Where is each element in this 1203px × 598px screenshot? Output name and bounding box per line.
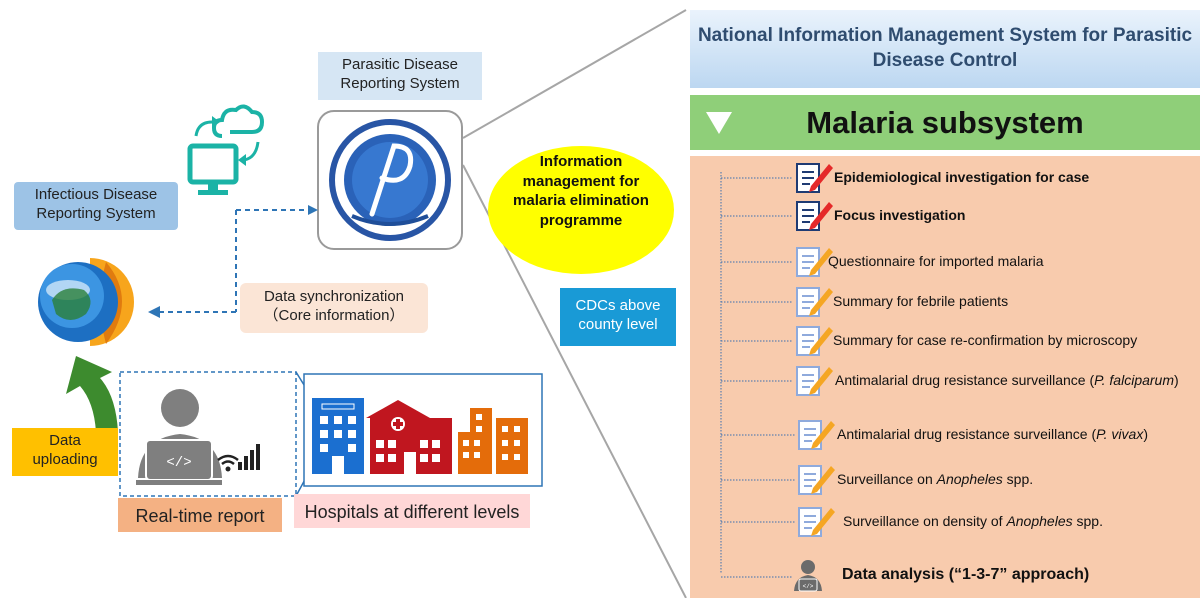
panel-title-line2: Disease Control	[872, 50, 1018, 71]
realtime-dashed-box	[119, 371, 297, 497]
edit-document-icon-orange	[798, 420, 835, 450]
edit-document-icon-orange	[796, 247, 833, 277]
cdc-globe-icon	[38, 258, 134, 346]
person-computer-icon: </>	[136, 389, 222, 485]
realtime-report-label: Real-time report	[118, 498, 282, 532]
edit-document-icon-orange	[796, 326, 833, 356]
edit-document-icon-orange	[796, 366, 833, 396]
subsystem-item-label[interactable]: Epidemiological investigation for case	[834, 169, 1090, 185]
person-computer-icon: </>	[794, 560, 822, 592]
infectious-system-label: Infectious Disease Reporting System	[14, 182, 178, 230]
edit-document-icon-orange	[796, 287, 833, 317]
info-line3: malaria elimination	[513, 192, 649, 209]
subsystem-item-label[interactable]: Surveillance on density of Anopheles spp…	[843, 513, 1103, 529]
item-text-pre: Surveillance on	[837, 471, 937, 487]
item-text-italic: Anopheles	[1006, 513, 1073, 529]
subsystem-item-label[interactable]: Questionnaire for imported malaria	[828, 253, 1044, 269]
subsystem-item-label[interactable]: Antimalarial drug resistance surveillanc…	[837, 426, 1148, 442]
collapse-triangle-icon[interactable]	[706, 112, 732, 134]
parasitic-logo-icon	[329, 119, 451, 241]
cdcs-line2: county level	[578, 315, 658, 333]
cdcs-line1: CDCs above	[575, 297, 661, 314]
uploading-label: Data uploading	[12, 428, 118, 476]
item-text-pre: Antimalarial drug resistance surveillanc…	[837, 426, 1097, 442]
item-text-post: )	[1143, 426, 1148, 442]
info-line2: management for	[522, 172, 640, 190]
item-text-pre: Surveillance on density of	[843, 513, 1007, 529]
zoom-line-top	[462, 9, 687, 139]
svg-text:</>: </>	[803, 583, 814, 590]
subsystem-item-label[interactable]: Focus investigation	[834, 207, 966, 223]
blue-building-icon	[312, 398, 364, 474]
connector-arrowhead-right	[308, 205, 318, 215]
uploading-line2: uploading	[32, 450, 98, 468]
infectious-line2: Reporting System	[36, 204, 156, 222]
edit-document-icon-red	[796, 201, 833, 231]
computer-cloud-icon	[187, 104, 265, 195]
item-text-post: spp.	[1072, 513, 1103, 529]
sync-line1: Data synchronization	[263, 288, 405, 305]
cdcs-label: CDCs above county level	[560, 288, 676, 346]
info-line4: programme	[539, 211, 623, 229]
parasitic-line1: Parasitic Disease	[342, 56, 458, 73]
sync-line2: （Core information）	[263, 306, 405, 324]
item-text-post: )	[1174, 372, 1179, 388]
subsystem-bar	[690, 95, 1200, 150]
red-hospital-icon	[366, 400, 452, 474]
hospitals-label: Hospitals at different levels	[294, 494, 530, 528]
item-text-italic: P. vivax	[1096, 426, 1144, 442]
parasitic-system-label: Parasitic Disease Reporting System	[318, 52, 482, 100]
connector-arrowhead-left	[148, 306, 160, 318]
orange-buildings-icon	[458, 408, 528, 474]
wifi-signal-icon	[217, 444, 260, 472]
info-line1: Information	[539, 153, 623, 170]
sync-label: Data synchronization （Core information）	[240, 283, 428, 333]
item-text-post: spp.	[1002, 471, 1034, 487]
item-text-italic: P. falciparum	[1094, 372, 1175, 388]
parasitic-line2: Reporting System	[340, 74, 460, 92]
info-ellipse	[488, 146, 674, 274]
subsystem-item-label[interactable]: Summary for febrile patients	[833, 293, 1009, 309]
subsystem-item-label[interactable]: Surveillance on Anopheles spp.	[837, 471, 1033, 487]
infectious-line1: Infectious Disease	[34, 186, 158, 203]
svg-text:</>: </>	[166, 455, 191, 471]
edit-document-icon-red	[796, 163, 833, 193]
edit-document-icon-orange	[798, 465, 835, 495]
subsystem-item-label[interactable]: Data analysis (“1-3-7” approach)	[842, 566, 1090, 583]
uploading-line1: Data	[49, 432, 81, 449]
edit-document-icon-orange	[798, 507, 835, 537]
item-text-italic: Anopheles	[936, 471, 1003, 487]
subsystem-item-label[interactable]: Summary for case re-confirmation by micr…	[833, 332, 1138, 348]
panel-title-line1: National Information Management System f…	[697, 25, 1193, 47]
upload-arrow	[66, 356, 118, 432]
subsystem-items-panel	[690, 156, 1200, 598]
info-management-label: Information management for malaria elimi…	[490, 152, 672, 268]
subsystem-title: Malaria subsystem	[806, 104, 1084, 140]
national-system-title: National Information Management System f…	[690, 10, 1200, 88]
subsystem-item-label[interactable]: Antimalarial drug resistance surveillanc…	[835, 372, 1179, 388]
item-text-pre: Antimalarial drug resistance surveillanc…	[835, 372, 1095, 388]
